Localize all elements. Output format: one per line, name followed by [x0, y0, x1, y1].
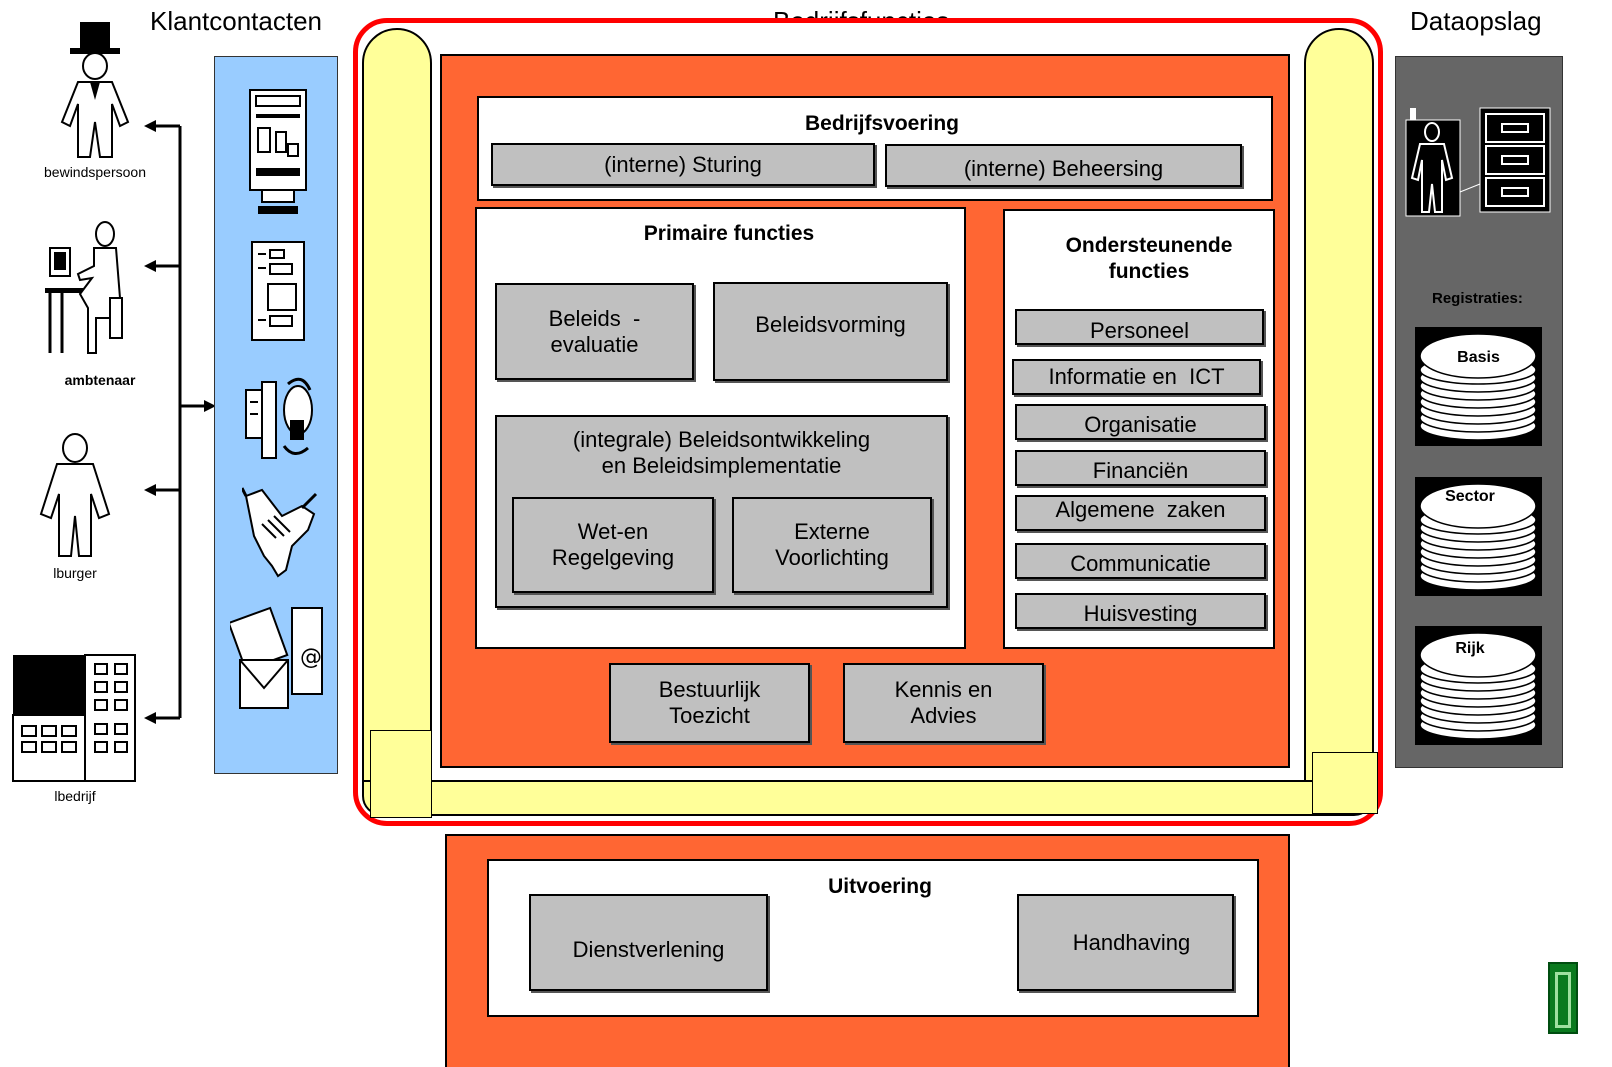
registraties-label: Registraties:	[1432, 290, 1523, 307]
externe-voorlichting-box: Externe Voorlichting	[732, 497, 932, 593]
sector-disk-icon	[1419, 483, 1537, 591]
exit-icon[interactable]	[1548, 962, 1578, 1034]
sector-label: Sector	[1445, 488, 1495, 505]
left-yellow-pillar	[362, 28, 432, 788]
ambtenaar-icon	[45, 221, 123, 354]
bedrijf-icon	[12, 654, 136, 782]
handshake-icon	[242, 487, 318, 578]
wet-regelgeving-line1: Wet-en	[577, 519, 649, 544]
bestuurlijk-toezicht-line2: Toezicht	[669, 703, 750, 728]
beleidsevaluatie-line1: Beleids -	[548, 305, 641, 331]
organisatie-box: Organisatie	[1015, 404, 1266, 440]
beheersing-box: (interne) Beheersing	[885, 144, 1242, 187]
client-connector-arrows	[144, 120, 216, 724]
rijk-label: Rijk	[1455, 640, 1485, 657]
sturing-box: (interne) Sturing	[491, 143, 875, 186]
burger-label: lburger	[53, 565, 97, 581]
bewindspersoon-icon	[60, 22, 130, 158]
mail-email-icon: @	[230, 606, 323, 709]
ondersteunende-title-line2: functies	[1108, 260, 1190, 283]
primaire-functies-title: Primaire functies	[643, 222, 815, 245]
kiosk-icon	[249, 89, 307, 214]
form-icon	[251, 241, 305, 341]
algemene-zaken-box: Algemene zaken	[1015, 495, 1266, 531]
ondersteunende-title-line1: Ondersteunende	[1065, 234, 1233, 257]
huisvesting-box: Huisvesting	[1015, 593, 1266, 629]
archive-person-icon	[1405, 107, 1551, 217]
informatie-ict-box: Informatie en ICT	[1012, 359, 1261, 395]
header-dataopslag: Dataopslag	[1410, 6, 1542, 36]
bedrijf-label: lbedrijf	[54, 788, 96, 804]
kennis-advies-line1: Kennis en	[894, 677, 993, 702]
header-klantcontacten: Klantcontacten	[150, 6, 323, 36]
basis-disk-icon	[1419, 333, 1537, 441]
right-yellow-pillar	[1304, 28, 1374, 788]
bedrijfsvoering-title: Bedrijfsvoering	[804, 112, 960, 135]
handhaving-box: Handhaving	[1017, 894, 1234, 991]
ondersteunende-title: Ondersteunende functies	[1003, 233, 1295, 285]
telephone-helpdesk-icon	[245, 377, 313, 459]
personeel-box: Personeel	[1015, 309, 1264, 345]
ambtenaar-label: ambtenaar	[64, 372, 136, 388]
dienstverlening-box: Dienstverlening	[529, 894, 768, 991]
bewindspersoon-label: bewindspersoon	[44, 164, 146, 180]
financien-box: Financiën	[1015, 450, 1266, 486]
rijk-disk-icon	[1419, 632, 1537, 740]
basis-label: Basis	[1457, 349, 1500, 366]
beleidsontwikkeling-line1: (integrale) Beleidsontwikkeling	[572, 427, 871, 452]
bestuurlijk-toezicht-line1: Bestuurlijk	[658, 677, 761, 702]
burger-icon	[39, 433, 111, 557]
exit-icon-door	[1555, 972, 1571, 1028]
svg-text:@: @	[300, 645, 322, 670]
beleidsevaluatie-box: Beleids - evaluatie	[495, 283, 694, 380]
bottom-yellow-bar	[362, 780, 1374, 816]
kennis-advies-line2: Advies	[910, 703, 977, 728]
beleidsevaluatie-line2: evaluatie	[550, 331, 639, 357]
left-yellow-corner	[370, 730, 432, 818]
wet-regelgeving-box: Wet-en Regelgeving	[512, 497, 714, 593]
bestuurlijk-toezicht-box: Bestuurlijk Toezicht	[609, 663, 810, 743]
beleidsvorming-box: Beleidsvorming	[713, 282, 948, 381]
externe-voorlichting-line1: Externe	[794, 519, 870, 544]
uitvoering-title: Uitvoering	[828, 875, 932, 898]
externe-voorlichting-line2: Voorlichting	[775, 545, 889, 570]
right-yellow-corner	[1312, 752, 1378, 814]
kennis-advies-box: Kennis en Advies	[843, 663, 1044, 743]
communicatie-box: Communicatie	[1015, 543, 1266, 579]
beleidsontwikkeling-line2: en Beleidsimplementatie	[601, 453, 842, 478]
wet-regelgeving-line2: Regelgeving	[551, 545, 675, 570]
